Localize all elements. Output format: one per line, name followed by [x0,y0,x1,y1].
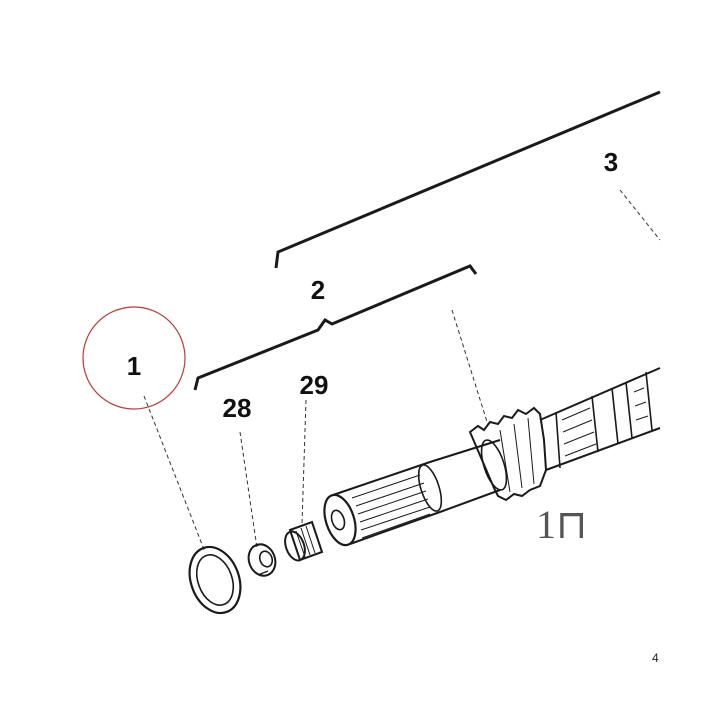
main-shaft [323,439,508,547]
callout-part-28: 28 [223,393,252,423]
leader-part-1 [143,395,206,553]
sheet-code: 1⊓ [536,502,587,547]
leader-part-3 [619,189,661,241]
highlight-circle [82,306,186,410]
washer-part-1 [188,545,242,615]
callout-part-1: 1 [127,351,141,381]
leader-part-29 [301,399,307,525]
callout-part-3: 3 [604,147,618,177]
leader-part-2 [451,309,489,426]
corner-mark: 4 [652,651,659,665]
callout-part-2: 2 [311,275,325,305]
bracket-assembly-2 [193,264,478,391]
callout-part-29: 29 [300,370,329,400]
bearing-part-28 [247,543,277,577]
bracket-assembly-3 [274,90,661,269]
roller-cage-part-29 [284,520,324,562]
rear-spline-section [539,367,661,471]
shaft-gear [468,406,548,502]
leader-part-28 [239,431,258,549]
